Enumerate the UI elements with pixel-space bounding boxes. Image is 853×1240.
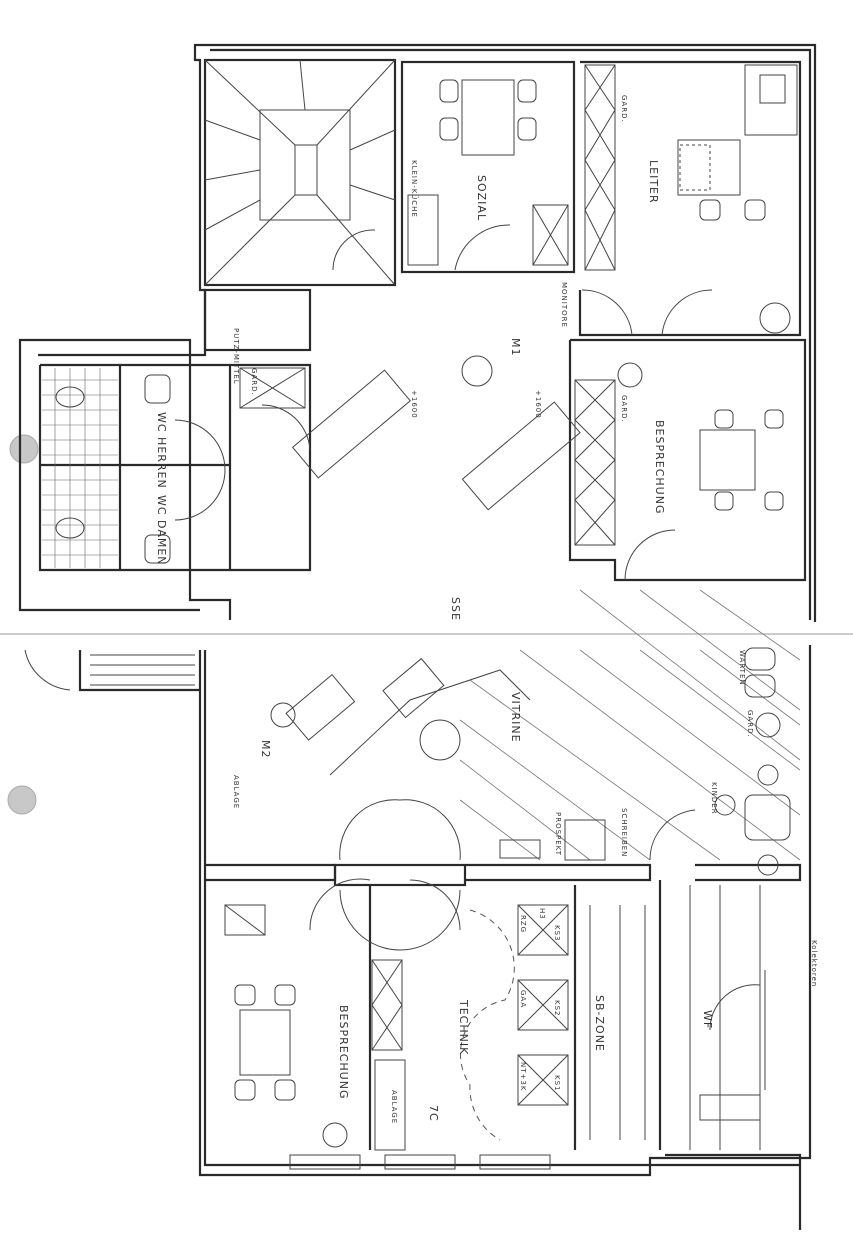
hole-punch — [9, 434, 39, 464]
label-gard-wc: GARD. — [250, 368, 258, 396]
label-vitrine: VITRINE — [509, 692, 522, 743]
label-kinder: KINDER — [710, 782, 718, 815]
label-dim-1: +1600 — [410, 390, 418, 419]
bottom-floor-walls — [78, 645, 812, 1230]
label-nt: NT+3K — [519, 1062, 527, 1091]
label-sse: SSE — [449, 597, 462, 621]
wc-tiles — [42, 367, 306, 568]
label-technik: TECHNIK — [457, 999, 470, 1055]
label-gard-bottom: GARD. — [746, 710, 754, 738]
doors-top — [174, 224, 713, 581]
bottom-stair — [24, 649, 195, 691]
label-dim-2: +1600 — [534, 390, 542, 419]
top-floor-walls — [18, 43, 817, 622]
label-besprechung-top: BESPRECHUNG — [653, 420, 666, 514]
label-ks2: KS2 — [553, 1000, 561, 1017]
label-rzg: RZG — [519, 915, 527, 933]
label-sb-zone: SB-ZONE — [593, 995, 606, 1052]
label-putzmittel: PUTZ-MITTEL — [232, 328, 240, 385]
label-wc-herren: WC HERREN — [155, 412, 168, 489]
label-wc-damen: WC DAMEN — [155, 495, 168, 566]
label-gard-besprechung: GARD. — [620, 395, 628, 423]
room-labels: PUTZ-MITTEL WC HERREN WC DAMEN GARD. KLE… — [155, 95, 818, 1124]
furniture-bottom — [224, 647, 791, 1170]
hole-punch — [7, 785, 37, 815]
label-gaa: GAA — [519, 990, 527, 1008]
label-ablage-left: ABLAGE — [232, 775, 240, 809]
furniture-top — [291, 64, 798, 546]
label-room-code: 7C — [427, 1105, 440, 1122]
label-m2: M2 — [259, 740, 272, 759]
label-ablage: ABLAGE — [390, 1090, 398, 1124]
label-gard-leiter: GARD. — [620, 95, 628, 123]
label-besprechung-bottom: BESPRECHUNG — [337, 1005, 350, 1099]
label-monitore: MONITORE — [560, 282, 568, 328]
staircase — [204, 59, 396, 286]
label-warten: WARTEN — [738, 650, 746, 686]
label-h3: H3 — [538, 908, 546, 920]
label-kolektoren: Kolektoren — [810, 940, 818, 987]
label-ks3: KS3 — [553, 925, 561, 942]
label-sozial: SOZIAL — [475, 175, 488, 221]
label-kleinkueche: KLEIN-KÜCHE — [410, 160, 419, 218]
label-ks1: KS1 — [553, 1075, 561, 1092]
label-schreiben: SCHREIBEN — [620, 808, 628, 857]
label-m1: M1 — [509, 338, 522, 357]
label-prospekt: PROSPEKT — [554, 812, 562, 856]
label-wf: WF — [701, 1010, 714, 1029]
floor-hatch — [459, 589, 801, 861]
label-leiter: LEITER — [647, 160, 660, 204]
